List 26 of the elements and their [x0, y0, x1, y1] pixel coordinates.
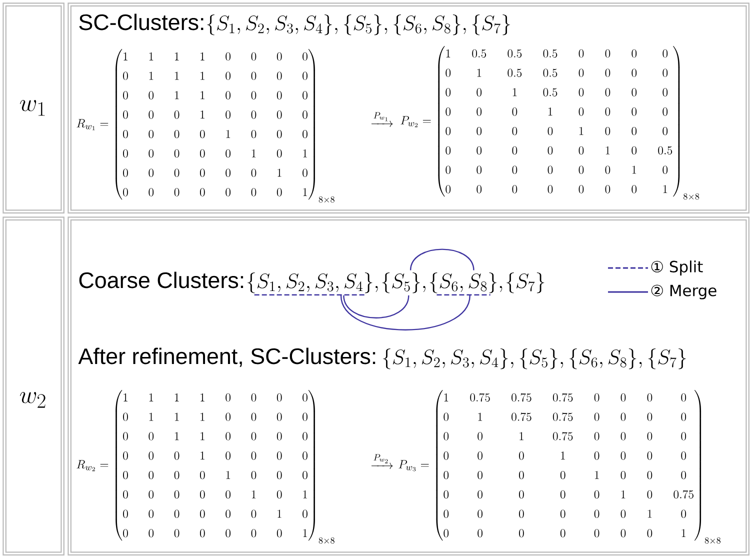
- mapping-arrow: $\xrightarrow{P_{w_1}}$: [371, 112, 393, 128]
- legend-text: ① Split: [651, 260, 703, 276]
- matrix-equation: $P_{w_2}=\begin{pmatrix}1&0.5&0.5&0.5&0&0&0&0\\0&1&0.5&0.5&0&0&0&0\\0&0&1&0.5&0&0&0&0\\0&0&0&1&0&0&0&0\\0&0&0&0&1&0&0&0\\0&0&0&0&0&1&0&0.5\\0&0&0&0&0&0&1&0\\0&0&0&0&0&0&0&1\end{pmatrix}_{8\times 8}$: [400, 46, 700, 200]
- cluster-formula: $\{S_1, S_2, S_3, S_4\},\{S_5\},\{S_6, S_8\},\{S_7\}$: [383, 348, 686, 370]
- matrix-equation: $R_{w_2}=\begin{pmatrix}1&1&1&1&0&0&0&0\\0&1&1&1&0&0&0&0\\0&0&1&1&0&0&0&0\\0&0&0&1&0&0&0&0\\0&0&0&0&1&0&0&0\\0&0&0&0&0&1&0&1\\0&0&0&0&0&0&1&0\\0&0&0&0&0&0&0&1\end{pmatrix}_{8\times 8}$: [76, 390, 334, 544]
- cluster-set: $\{S_5\},$: [382, 272, 426, 294]
- merge-arc: [410, 248, 474, 270]
- matrix-equation: $R_{w_1}=\begin{pmatrix}1&1&1&1&0&0&0&0\\0&1&1&1&0&0&0&0\\0&0&1&1&0&0&0&0\\0&0&0&1&0&0&0&0\\0&0&0&0&1&0&0&0\\0&0&0&0&0&1&0&1\\0&0&0&0&0&0&1&0\\0&0&0&0&0&0&0&1\end{pmatrix}_{8\times 8}$: [76, 49, 334, 203]
- heading: SC-Clusters:: [79, 14, 204, 30]
- table-cell: [2, 216, 64, 556]
- merge-arc: [343, 295, 410, 318]
- legend-text: ② Merge: [651, 284, 716, 300]
- table-cell: [68, 2, 750, 214]
- matrix-equation: $P_{w_3}=\begin{pmatrix}1&0.75&0.75&0.75&0&0&0&0\\0&1&0.75&0.75&0&0&0&0\\0&0&1&0.75&0&0&0&0\\0&0&0&1&0&0&0&0\\0&0&0&0&1&0&0&0\\0&0&0&0&0&1&0&0.75\\0&0&0&0&0&0&1&0\\0&0&0&0&0&0&0&1\end{pmatrix}_{8\times 8}$: [398, 390, 721, 544]
- merge-arc: [340, 295, 470, 330]
- table-cell: [2, 2, 64, 214]
- mapping-arrow: $\xrightarrow{P_{w_2}}$: [371, 454, 393, 470]
- cluster-formula: $\{S_1, S_2, S_3, S_4\},\{S_5\},\{S_6, S_8\},\{S_7\}$: [207, 14, 510, 36]
- heading: After refinement, SC-Clusters:: [78, 348, 376, 367]
- cluster-set: $\{S_6, S_8\},$: [430, 272, 502, 294]
- variable-label: $w_2$: [20, 392, 46, 408]
- variable-label: $w_1$: [20, 100, 45, 116]
- heading: Coarse Clusters:: [79, 272, 244, 288]
- cluster-set: $\{S_7\}$: [506, 272, 544, 294]
- table-cell: [68, 216, 750, 556]
- cluster-set: $\{S_1, S_2, S_3, S_4\},$: [248, 272, 378, 294]
